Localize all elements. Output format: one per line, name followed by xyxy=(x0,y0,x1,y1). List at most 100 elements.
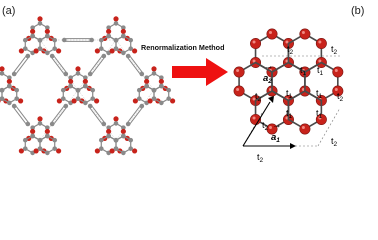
carbon-atom xyxy=(101,121,107,127)
carbon-atom xyxy=(7,100,12,106)
site-node xyxy=(266,28,278,40)
carbon-atom xyxy=(37,121,43,126)
carbon-ring xyxy=(115,135,132,154)
carbon-atom xyxy=(7,75,12,80)
site-node xyxy=(315,114,327,126)
linker-bond xyxy=(50,56,66,76)
carbon-atom xyxy=(45,50,50,56)
linker-bond xyxy=(14,56,30,76)
hopping-label-t2: t2 xyxy=(255,91,262,103)
a1-subscript: 1 xyxy=(276,137,280,144)
hopping-label-t2: t2 xyxy=(262,120,269,132)
linker-bond xyxy=(128,106,144,126)
hopping-label-t2: t2 xyxy=(331,44,338,56)
carbon-atom xyxy=(14,96,20,101)
carbon-atom xyxy=(22,137,28,143)
hopping-label-t2: t2 xyxy=(287,44,294,56)
superlattice xyxy=(233,28,344,147)
carbon-atom xyxy=(106,25,111,30)
a2-label: a2 xyxy=(263,73,272,85)
site-node-highlight xyxy=(285,40,289,44)
carbon-atom xyxy=(106,125,111,130)
carbon-atom xyxy=(128,46,134,51)
carbon-atom xyxy=(75,71,81,76)
carbon-ring xyxy=(39,35,56,54)
hopping-symbol: t xyxy=(331,44,334,54)
oxygen-atom xyxy=(56,48,62,54)
oxygen-atom xyxy=(147,98,153,104)
carbon-atom xyxy=(30,33,35,39)
site-node-highlight xyxy=(269,126,272,129)
oxygen-atom xyxy=(109,48,115,54)
hopping-label-t2: t2 xyxy=(257,152,264,164)
carbon-atom xyxy=(52,37,58,43)
carbon-atom xyxy=(136,96,142,101)
site-node-highlight xyxy=(318,40,322,44)
carbon-atom xyxy=(45,25,50,30)
carbon-atom xyxy=(90,96,96,101)
site-node-highlight xyxy=(318,59,322,63)
oxygen-atom xyxy=(30,128,36,135)
hopping-symbol: t xyxy=(331,136,334,146)
oxygen-atom xyxy=(132,48,138,54)
oxygen-atom xyxy=(94,98,100,104)
site-node xyxy=(299,28,311,40)
oxygen-atom xyxy=(120,128,126,135)
site-node-highlight xyxy=(334,69,338,72)
linker-bond xyxy=(88,54,104,74)
hopping-label-t1: t1 xyxy=(317,65,324,77)
hopping-subscript: 1 xyxy=(319,113,323,120)
carbon-ring xyxy=(77,85,94,104)
oxygen-atom xyxy=(94,148,100,154)
carbon-atom xyxy=(101,53,107,59)
hopping-subscript: 1 xyxy=(320,70,324,77)
carbon-atom xyxy=(22,146,28,151)
oxygen-atom xyxy=(106,28,112,35)
hopping-subscript: 2 xyxy=(334,49,338,56)
carbon-atom xyxy=(0,87,5,93)
site-node-highlight xyxy=(252,116,256,120)
carbon-atom xyxy=(62,37,67,43)
hopping-symbol: t xyxy=(286,88,289,98)
carbon-atom xyxy=(144,83,149,89)
oxygen-atom xyxy=(33,148,39,154)
oxygen-atom xyxy=(113,116,119,122)
oxygen-atom xyxy=(120,28,126,35)
oxygen-atom xyxy=(0,66,5,72)
carbon-atom xyxy=(98,137,104,143)
renormalization-arrow: Renormalization Method xyxy=(141,43,228,86)
site-node xyxy=(332,66,344,78)
carbon-atom xyxy=(106,133,111,139)
carbon-atom xyxy=(98,37,104,43)
carbon-atom xyxy=(121,133,126,139)
linker-bond xyxy=(126,104,142,124)
hopping-symbol: t xyxy=(287,44,290,54)
carbon-atom xyxy=(83,100,88,106)
carbon-atom xyxy=(144,75,149,80)
oxygen-atom xyxy=(109,148,115,154)
carbon-ring xyxy=(115,35,132,54)
oxygen-atom xyxy=(37,16,43,22)
a1-arrowhead xyxy=(290,143,296,149)
oxygen-atom xyxy=(37,116,43,122)
carbon-atom xyxy=(166,96,172,101)
a1-overarrow: → xyxy=(272,120,282,131)
carbon-atom xyxy=(113,146,119,151)
oxygen-atom xyxy=(33,48,39,54)
linker-bond xyxy=(52,54,68,74)
carbon-atom xyxy=(128,37,134,43)
site-node-highlight xyxy=(252,97,256,101)
oxygen-atom xyxy=(71,98,77,104)
carbon-atom xyxy=(128,146,134,151)
carbon-atom xyxy=(49,121,55,127)
hopping-symbol: t xyxy=(317,65,320,75)
carbon-atom xyxy=(121,150,126,156)
carbon-atom xyxy=(113,137,119,143)
oxygen-atom xyxy=(158,78,164,85)
a2-subscript: 2 xyxy=(267,78,272,85)
carbon-atom xyxy=(159,83,164,89)
linker-bond xyxy=(90,104,106,124)
carbon-atom xyxy=(125,53,131,59)
carbon-atom xyxy=(30,125,35,130)
carbon-atom xyxy=(0,71,5,76)
